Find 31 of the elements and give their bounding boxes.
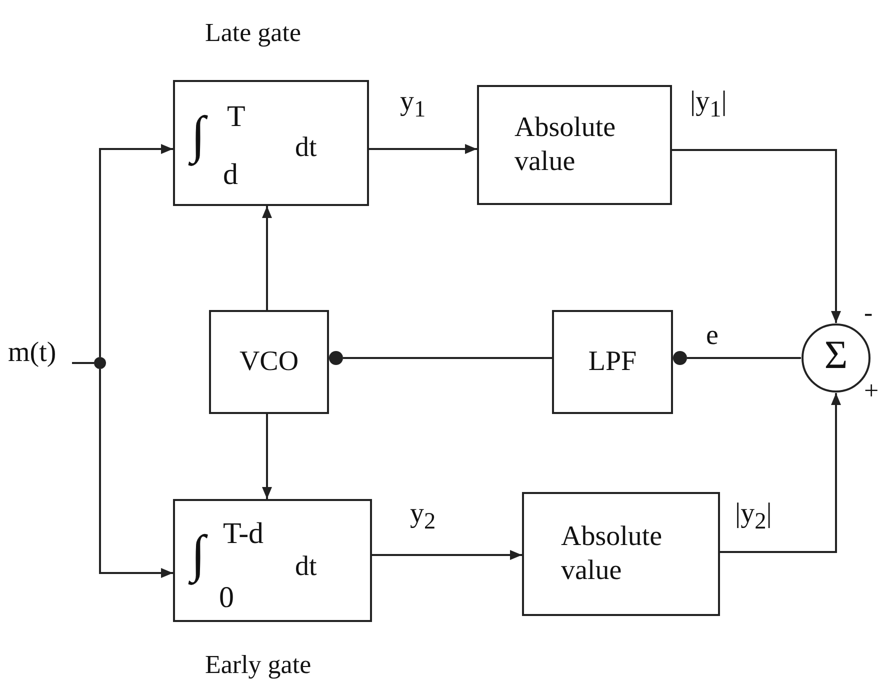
- junction-dot: [94, 357, 106, 369]
- integrand-label: dt: [295, 553, 317, 581]
- signal-arrow: [672, 149, 841, 323]
- process-block: [209, 310, 329, 414]
- sigma-symbol: Σ: [823, 335, 849, 375]
- integrator-block: [173, 499, 372, 622]
- block-label: LPF: [588, 345, 637, 379]
- block-caption: Early gate: [205, 652, 312, 678]
- signal-arrow: [262, 206, 272, 310]
- sign-label: +: [864, 378, 879, 404]
- integrator-block: [173, 80, 369, 206]
- process-block: [552, 310, 673, 414]
- lower-limit: d: [223, 160, 238, 190]
- signal-arrow: [99, 369, 173, 578]
- sign-label: -: [864, 300, 873, 326]
- signal-arrow: [369, 144, 477, 154]
- signal-arrow: [372, 550, 522, 560]
- upper-limit: T: [227, 102, 246, 132]
- signal-arrow: [720, 393, 841, 553]
- lower-limit: 0: [219, 583, 234, 613]
- integrand-label: dt: [295, 134, 317, 162]
- signal-arrow: [99, 144, 173, 357]
- signal-arrow: [262, 414, 272, 499]
- block-label: Absolute value: [514, 111, 617, 179]
- block-caption: Late gate: [205, 20, 301, 46]
- input-signal-label: m(t): [8, 338, 72, 368]
- upper-limit: T-d: [223, 519, 264, 549]
- block-label: Absolute value: [561, 520, 664, 588]
- block-label: VCO: [239, 345, 299, 379]
- process-block: [522, 492, 720, 616]
- process-block: [477, 85, 672, 205]
